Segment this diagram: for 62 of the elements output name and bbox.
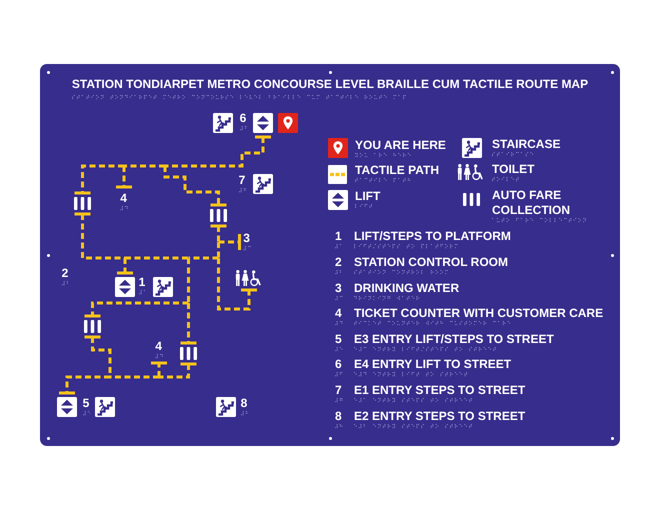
callout-number: 4 — [155, 339, 163, 354]
tactile-path-line — [125, 256, 188, 260]
tactile-path-line — [58, 376, 110, 394]
key-number: 8 — [335, 408, 342, 422]
callout-number: 8 — [240, 396, 248, 410]
toilet-icon — [235, 270, 262, 286]
legend-label: YOU ARE HERE — [355, 138, 446, 152]
fare-gate-icon — [84, 320, 101, 333]
key-number: 1 — [335, 229, 342, 244]
key-description: LIFT/STEPS TO PLATFORM — [354, 229, 511, 244]
tactile-path-line — [209, 224, 228, 242]
tactile-path-line — [187, 258, 190, 303]
key-description: E1 ENTRY STEPS TO STREET — [354, 382, 526, 397]
callout-number: 1 — [138, 275, 146, 290]
key-description: STATION CONTROL ROOM — [354, 254, 508, 269]
key-number: 6 — [335, 357, 342, 372]
fare-gate-icon — [180, 347, 197, 360]
tactile-path-line — [150, 362, 168, 377]
tactile-path-line — [179, 303, 198, 344]
staircase-icon — [213, 113, 233, 133]
callout-number: 6 — [240, 111, 246, 126]
tactile-path-line — [218, 232, 241, 252]
tactile-path-line — [164, 166, 228, 206]
callout-number: 7 — [238, 173, 246, 188]
tactile-path-line — [83, 302, 188, 318]
legend-label: TACTILE PATH — [355, 163, 439, 177]
key-description: DRINKING WATER — [354, 280, 460, 294]
staircase-icon — [153, 277, 173, 297]
title: STATION TONDIARPET METRO CONCOURSE LEVEL BRAILLE CUM TACTILE ROUTE MAP — [72, 77, 588, 91]
legend-label: STAIRCASE — [492, 137, 560, 152]
lift-icon — [115, 277, 135, 297]
legend-label: LIFT — [355, 188, 380, 203]
tactile-path-line — [73, 212, 125, 260]
lift-icon — [253, 113, 273, 133]
tactile-path-line — [188, 256, 218, 260]
key-description: TICKET COUNTER WITH CUSTOMER CARE — [354, 306, 604, 320]
key-number: 2 — [335, 254, 342, 269]
legend-label: TOILET — [492, 162, 534, 176]
staircase-icon — [95, 397, 115, 417]
key-description: E3 ENTRY LIFT/STEPS TO STREET — [354, 332, 554, 346]
callout-number: 2 — [62, 266, 68, 280]
fare-gate-icon — [210, 209, 227, 222]
staircase-icon — [216, 397, 236, 417]
key-description: E2 ENTRY STEPS TO STREET — [354, 408, 526, 422]
tactile-path-line — [116, 258, 134, 274]
key-number: 3 — [335, 280, 342, 294]
fare-gate-icon — [74, 197, 91, 210]
tactile-path-line — [110, 376, 159, 378]
tactile-path-line — [159, 362, 198, 378]
callout-number: 4 — [120, 191, 128, 206]
key-description: E4 ENTRY LIFT TO STREET — [354, 357, 512, 372]
key-number: 7 — [335, 382, 342, 397]
lift-icon — [57, 397, 77, 417]
tactile-path-line — [217, 258, 258, 310]
tactile-path-line — [217, 242, 220, 258]
location-pin-icon — [278, 113, 298, 133]
callout-number: 3 — [243, 231, 251, 246]
legend-label: AUTO FARE COLLECTION — [492, 188, 571, 218]
staircase-icon — [253, 174, 273, 194]
key-number: 5 — [335, 332, 342, 346]
key-number: 4 — [335, 306, 342, 320]
callout-number: 5 — [82, 396, 90, 410]
